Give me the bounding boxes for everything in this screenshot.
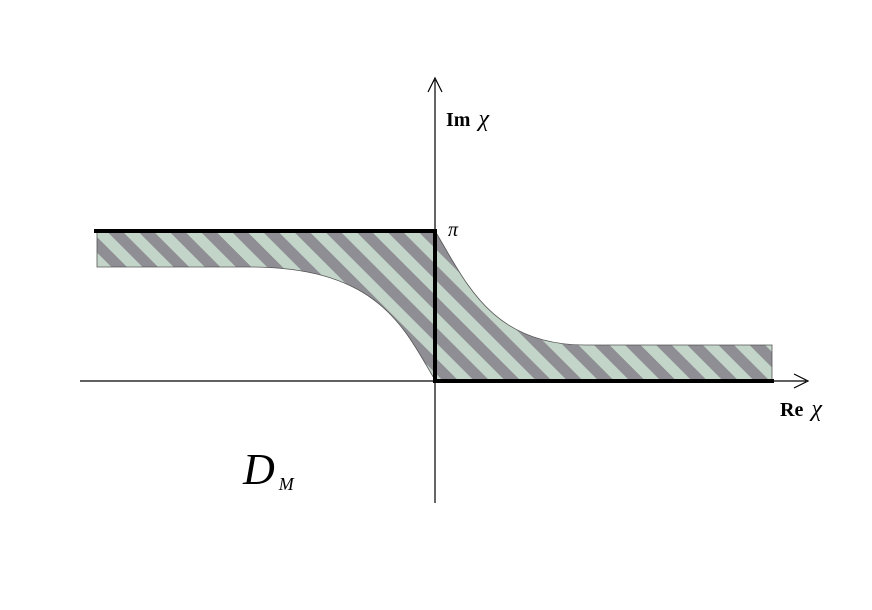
imaginary-axis-arrowhead [427, 76, 443, 93]
domain-main-letter: D [242, 445, 275, 494]
pi-tick-label: π [448, 219, 459, 241]
imaginary-axis-label: Im χ [446, 106, 490, 132]
re-chi-symbol: χ [809, 396, 823, 422]
domain-subscript: M [278, 474, 295, 494]
re-prefix: Re [780, 399, 803, 421]
im-chi-symbol: χ [476, 106, 490, 132]
real-axis-arrowhead [793, 373, 810, 389]
real-axis-label: Re χ [780, 396, 823, 422]
domain-label: D M [242, 445, 295, 494]
im-prefix: Im [446, 109, 471, 131]
